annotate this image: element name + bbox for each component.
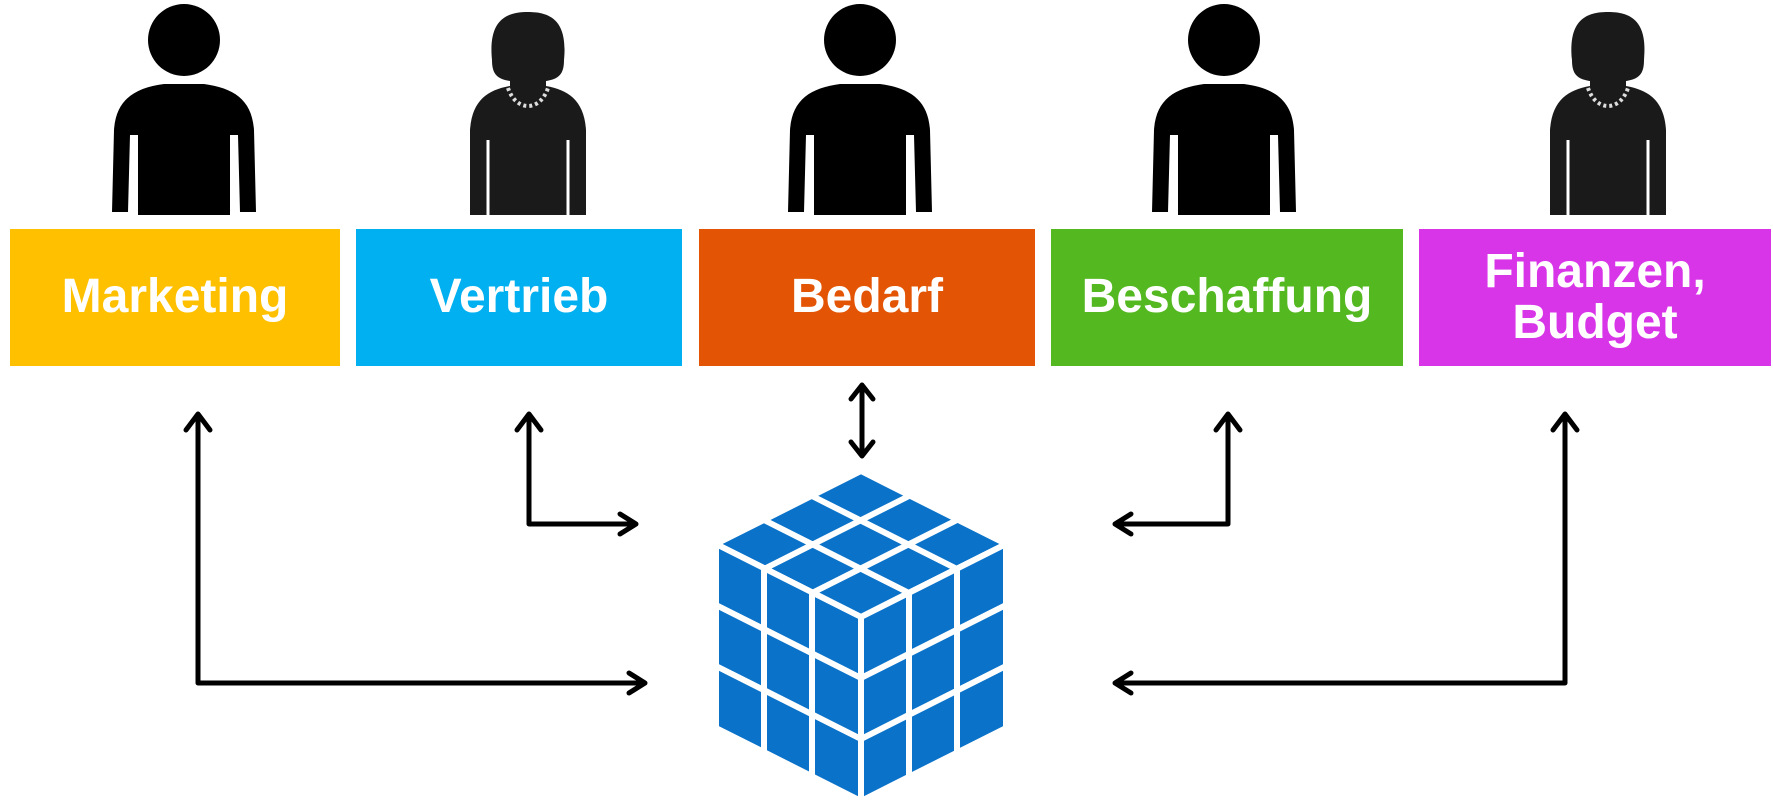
dept-label-vertrieb: Vertrieb bbox=[429, 270, 609, 324]
arrow-vertrieb bbox=[514, 411, 639, 537]
arrow-marketing bbox=[183, 411, 648, 696]
dept-box-bedarf: Bedarf bbox=[699, 229, 1035, 366]
arrow-bedarf bbox=[848, 382, 876, 459]
dept-label-finanzen: Finanzen, Budget bbox=[1484, 245, 1706, 349]
dept-label-bedarf: Bedarf bbox=[790, 270, 944, 324]
arrow-beschaffung bbox=[1112, 411, 1243, 537]
dept-box-vertrieb: Vertrieb bbox=[356, 229, 682, 366]
dept-label-beschaffung: Beschaffung bbox=[1081, 270, 1373, 324]
dept-box-marketing: Marketing bbox=[10, 229, 340, 366]
dept-label-marketing: Marketing bbox=[61, 270, 289, 324]
dept-box-beschaffung: Beschaffung bbox=[1051, 229, 1403, 366]
arrow-finanzen bbox=[1112, 411, 1580, 696]
data-cube-icon bbox=[713, 468, 1009, 804]
dept-box-finanzen: Finanzen, Budget bbox=[1419, 229, 1771, 366]
